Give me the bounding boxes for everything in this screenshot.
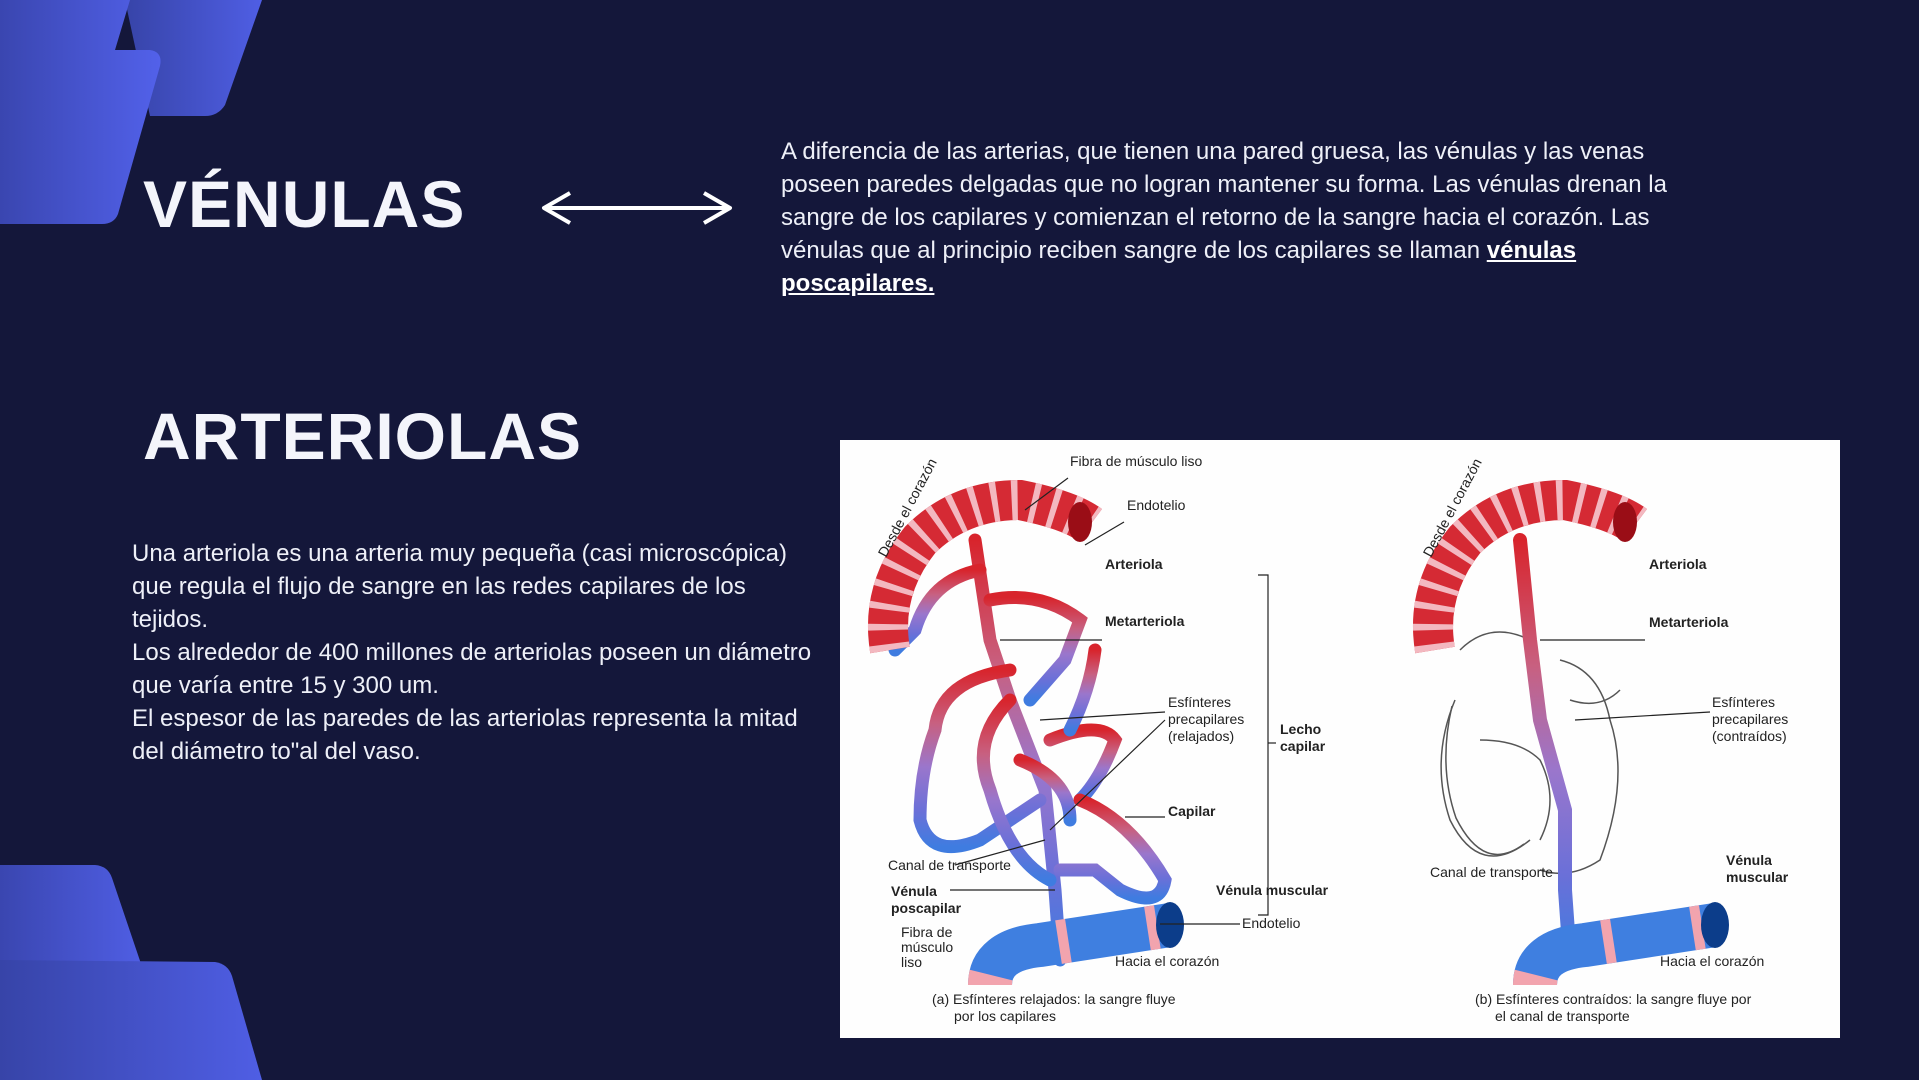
label-hacia-corazon-b: Hacia el corazón	[1660, 953, 1764, 969]
label-metarteriola-b: Metarteriola	[1649, 614, 1729, 630]
label-endotelio-a: Endotelio	[1127, 497, 1186, 513]
label-esfinteres-b-2: precapilares	[1712, 711, 1788, 727]
label-esfinteres-b-3: (contraídos)	[1712, 728, 1787, 744]
label-arteriola-a: Arteriola	[1105, 556, 1163, 572]
label-fibra2-3: liso	[901, 954, 922, 970]
venulas-poscapilares-link[interactable]: vénulas poscapilares.	[781, 237, 1577, 297]
label-canal-transporte-a: Canal de transporte	[888, 857, 1011, 873]
venulas-text: A diferencia de las arterias, que tienen…	[781, 138, 1667, 264]
caption-b-2: el canal de transporte	[1495, 1008, 1630, 1024]
label-hacia-corazon-a: Hacia el corazón	[1115, 953, 1219, 969]
label-venula-muscular-b-1: Vénula	[1726, 852, 1772, 868]
arteriolas-line-3: El espesor de las paredes de las arterio…	[132, 705, 798, 765]
bottom-shape-front	[0, 960, 262, 1080]
label-esfinteres-a-2: precapilares	[1168, 711, 1244, 727]
caption-a-1: (a) Esfínteres relajados: la sangre fluy…	[932, 991, 1176, 1007]
arteriolas-line-2: Los alrededor de 400 millones de arterio…	[132, 639, 812, 699]
top-shape-back	[125, 0, 262, 116]
label-venula-muscular-a: Vénula muscular	[1216, 882, 1329, 898]
label-venula-pos-2: poscapilar	[891, 900, 962, 916]
label-arteriola-b: Arteriola	[1649, 556, 1707, 572]
top-shape-front	[0, 0, 161, 224]
capillary-bed-diagram: Desde el corazón Fibra de músculo liso E…	[840, 440, 1840, 1038]
caption-b-1: (b) Esfínteres contraídos: la sangre flu…	[1475, 991, 1752, 1007]
label-esfinteres-b-1: Esfínteres	[1712, 694, 1775, 710]
label-venula-muscular-b-2: muscular	[1726, 869, 1789, 885]
label-lecho-1: Lecho	[1280, 721, 1321, 737]
double-arrow-icon	[542, 191, 732, 225]
arteriolas-description: Una arteriola es una arteria muy pequeña…	[132, 537, 812, 768]
label-fibra2-2: músculo	[901, 939, 953, 955]
label-lecho-2: capilar	[1280, 738, 1326, 754]
label-endotelio-a2: Endotelio	[1242, 915, 1301, 931]
label-venula-pos-1: Vénula	[891, 883, 937, 899]
leader-lines	[950, 477, 1711, 925]
label-esfinteres-a-3: (relajados)	[1168, 728, 1234, 744]
label-capilar: Capilar	[1168, 803, 1216, 819]
label-esfinteres-a-1: Esfínteres	[1168, 694, 1231, 710]
arteriolas-line-1: Una arteriola es una arteria muy pequeña…	[132, 540, 787, 633]
label-fibra2-1: Fibra de	[901, 924, 953, 940]
panel-a-vessels	[868, 479, 1184, 987]
panel-b-vessels	[1413, 479, 1729, 987]
venulas-title: VÉNULAS	[143, 167, 466, 241]
label-fibra-musculo-liso: Fibra de músculo liso	[1070, 453, 1202, 469]
label-metarteriola-a: Metarteriola	[1105, 613, 1185, 629]
arteriolas-title: ARTERIOLAS	[143, 399, 582, 473]
label-canal-transporte-b: Canal de transporte	[1430, 864, 1553, 880]
venulas-description: A diferencia de las arterias, que tienen…	[781, 135, 1711, 300]
caption-a-2: por los capilares	[954, 1008, 1056, 1024]
